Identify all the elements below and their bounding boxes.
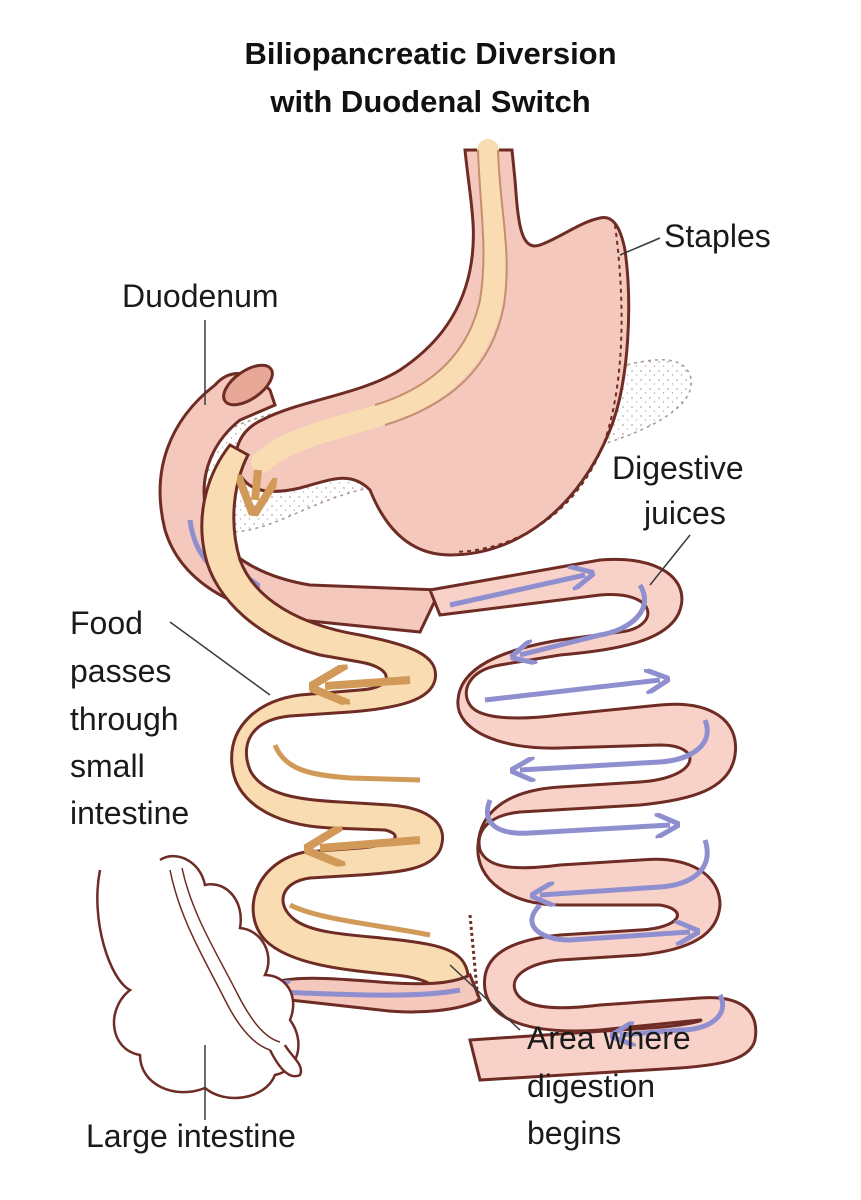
label-digestive-juices-line-1: Digestive	[612, 450, 744, 486]
label-food-line-3: through	[70, 701, 179, 737]
label-area-line-2: digestion	[527, 1068, 656, 1104]
label-digestive-juices-line-2: juices	[644, 495, 726, 531]
label-food-line-1: Food	[70, 605, 143, 641]
label-food-line-2: passes	[70, 653, 172, 689]
label-duodenum: Duodenum	[122, 278, 279, 314]
stomach-sleeve	[234, 148, 631, 557]
duodenum-stump	[222, 363, 274, 407]
label-area-line-3: begins	[527, 1115, 622, 1151]
label-large-intestine: Large intestine	[86, 1118, 296, 1154]
alimentary-limb	[200, 443, 472, 1007]
staple-line	[454, 224, 623, 553]
leader-lines	[169, 237, 691, 1120]
appendix	[268, 1044, 303, 1078]
label-food-line-5: intestine	[70, 795, 190, 831]
label-area-line-1: Area where	[527, 1020, 691, 1056]
label-staples: Staples	[664, 218, 771, 254]
title-line-1: Biliopancreatic Diversion	[244, 36, 617, 71]
title-line-2: with Duodenal Switch	[270, 84, 591, 119]
large-intestine	[96, 854, 300, 1100]
biliopancreatic-limb	[427, 557, 758, 1082]
stomach-food-channel	[251, 139, 507, 473]
label-food-line-4: small	[70, 748, 145, 784]
anastomosis-staples	[468, 914, 480, 1001]
